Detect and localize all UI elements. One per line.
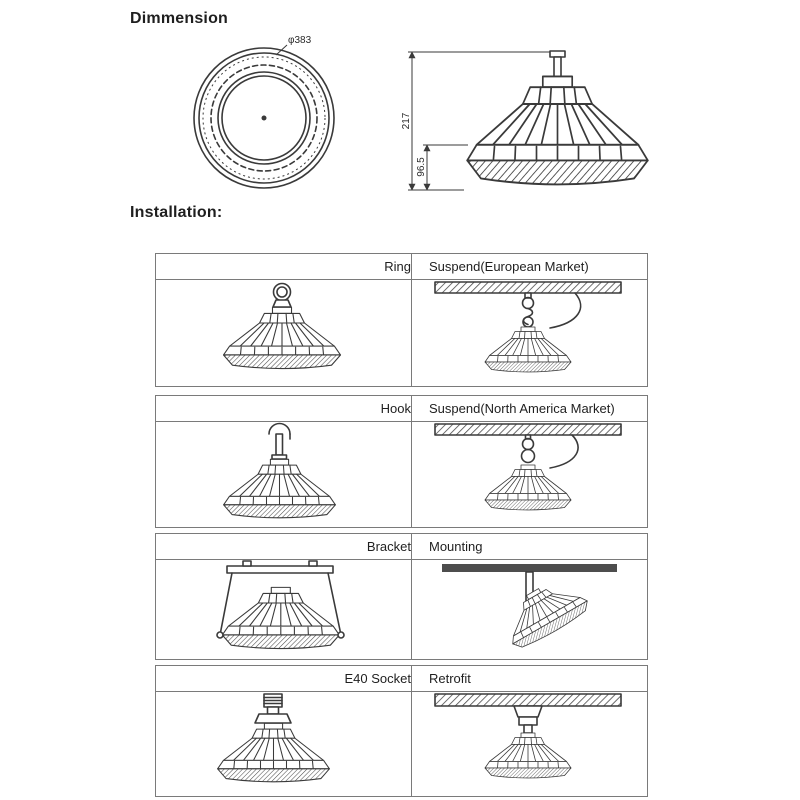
ceiling-bar xyxy=(433,693,622,707)
highbay-lamp-icon xyxy=(222,306,342,370)
installation-row-e40: E40 Socket Retrofit xyxy=(155,665,648,797)
highbay-lamp-icon xyxy=(484,326,571,373)
e40-socket-drawing xyxy=(217,693,330,783)
highbay-lamp-icon xyxy=(221,586,340,650)
side-view-drawing: 217 96.5 xyxy=(401,50,649,191)
pivot-bolt xyxy=(216,631,224,639)
ring-icon xyxy=(520,448,535,464)
installation-section-title: Installation: xyxy=(130,204,223,221)
eye-bolt-icon xyxy=(521,296,534,310)
ceiling-bar xyxy=(433,423,622,436)
e40-thread-icon xyxy=(522,724,533,734)
column-divider xyxy=(411,396,412,527)
installation-row-bracket: Bracket Mounting xyxy=(155,533,648,660)
suspend-european-drawing xyxy=(433,281,622,373)
highbay-lamp-icon xyxy=(466,75,649,186)
highbay-lamp-icon xyxy=(494,570,593,653)
diameter-label: φ383 xyxy=(288,35,312,46)
row-header: Hook Suspend(North America Market) xyxy=(156,396,647,422)
dimension-section-title: Dimmension xyxy=(130,10,229,27)
highbay-lamp-icon xyxy=(484,732,571,779)
hook-mount-drawing xyxy=(223,422,336,519)
ceiling-bar xyxy=(441,564,617,572)
ring-mount-drawing xyxy=(222,282,342,370)
row-header: E40 Socket Retrofit xyxy=(156,666,647,692)
highbay-lamp-icon xyxy=(484,464,571,511)
installation-row-hook: Hook Suspend(North America Market) xyxy=(155,395,648,528)
method-label: E40 Socket xyxy=(344,671,412,686)
eye-bolt-icon xyxy=(521,437,534,451)
total-height-label: 217 xyxy=(401,112,412,129)
method-label: Ring xyxy=(384,259,411,274)
column-divider xyxy=(411,666,412,796)
method-label: Bracket xyxy=(366,539,411,554)
mount-screw xyxy=(549,50,566,58)
bracket-bar xyxy=(226,565,334,574)
center-point xyxy=(261,115,267,121)
top-view-drawing: φ383 xyxy=(193,35,335,189)
pole-mounting-drawing xyxy=(441,564,617,653)
power-cable xyxy=(548,434,579,469)
hook-icon xyxy=(268,422,291,435)
highbay-lamp-icon xyxy=(217,722,330,783)
power-cable xyxy=(548,292,581,329)
retrofit-drawing xyxy=(433,693,622,779)
ring-icon xyxy=(272,282,292,302)
highbay-lamp-icon xyxy=(223,458,336,519)
body-height-label: 96.5 xyxy=(416,157,427,177)
bracket-mount-drawing xyxy=(216,560,345,650)
column-divider xyxy=(411,534,412,659)
row-header: Bracket Mounting xyxy=(156,534,647,560)
suspend-north-america-drawing xyxy=(433,423,622,511)
row-header: Ring Suspend(European Market) xyxy=(156,254,647,280)
market-label: Mounting xyxy=(429,539,483,554)
mount-stem xyxy=(553,56,562,78)
column-divider xyxy=(411,254,412,386)
method-label: Hook xyxy=(380,401,411,416)
pivot-bolt xyxy=(337,631,345,639)
socket-holder xyxy=(512,705,543,718)
installation-row-ring: Ring Suspend(European Market) xyxy=(155,253,648,387)
market-label: Suspend(European Market) xyxy=(429,259,589,274)
market-label: Suspend(North America Market) xyxy=(429,401,615,416)
market-label: Retrofit xyxy=(429,671,471,686)
ceiling-bar xyxy=(433,281,622,294)
